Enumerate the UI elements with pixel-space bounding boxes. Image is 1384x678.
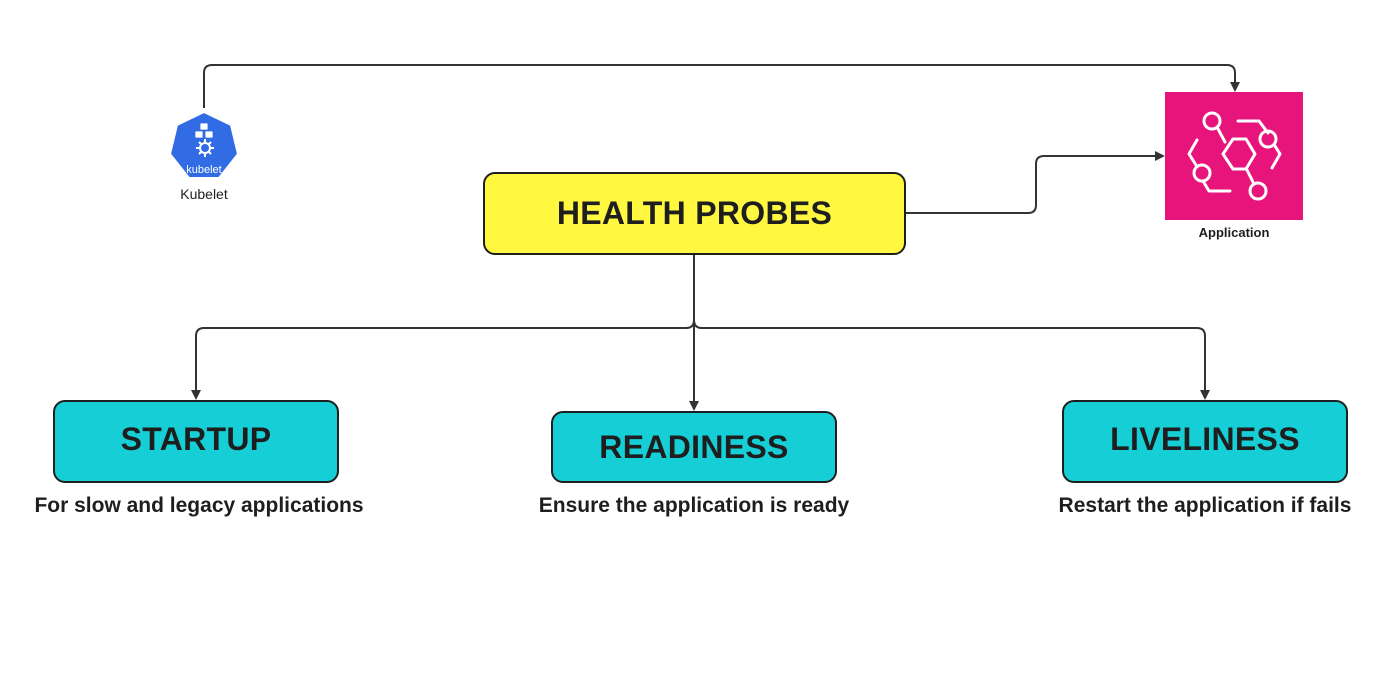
- readiness-label: READINESS: [599, 428, 789, 465]
- health-probes-node: HEALTH PROBES: [483, 172, 906, 255]
- startup-label: STARTUP: [120, 421, 272, 457]
- liveliness-description: Restart the application if fails: [1058, 494, 1352, 517]
- kubelet-icon: kubelet: [168, 110, 240, 179]
- event-bus-icon: [1187, 111, 1282, 201]
- startup-description: For slow and legacy applications: [34, 494, 364, 517]
- probes-to-application-arrow: [906, 151, 1165, 214]
- liveliness-node: LIVELINESS: [1062, 400, 1348, 483]
- hub-to-startup-arrow: [191, 319, 695, 400]
- liveliness-label: LIVELINESS: [1110, 421, 1300, 457]
- application-node: [1165, 92, 1303, 220]
- application-label: Application: [1198, 225, 1270, 240]
- kubelet-to-application-arrow: [203, 64, 1240, 108]
- readiness-node: READINESS: [551, 411, 837, 483]
- kubelet-label: Kubelet: [180, 186, 228, 202]
- health-probes-label: HEALTH PROBES: [556, 195, 833, 231]
- readiness-description: Ensure the application is ready: [538, 494, 850, 517]
- hub-to-liveliness-arrow: [693, 319, 1210, 400]
- startup-node: STARTUP: [53, 400, 339, 483]
- kubelet-logo-text: kubelet: [186, 164, 221, 176]
